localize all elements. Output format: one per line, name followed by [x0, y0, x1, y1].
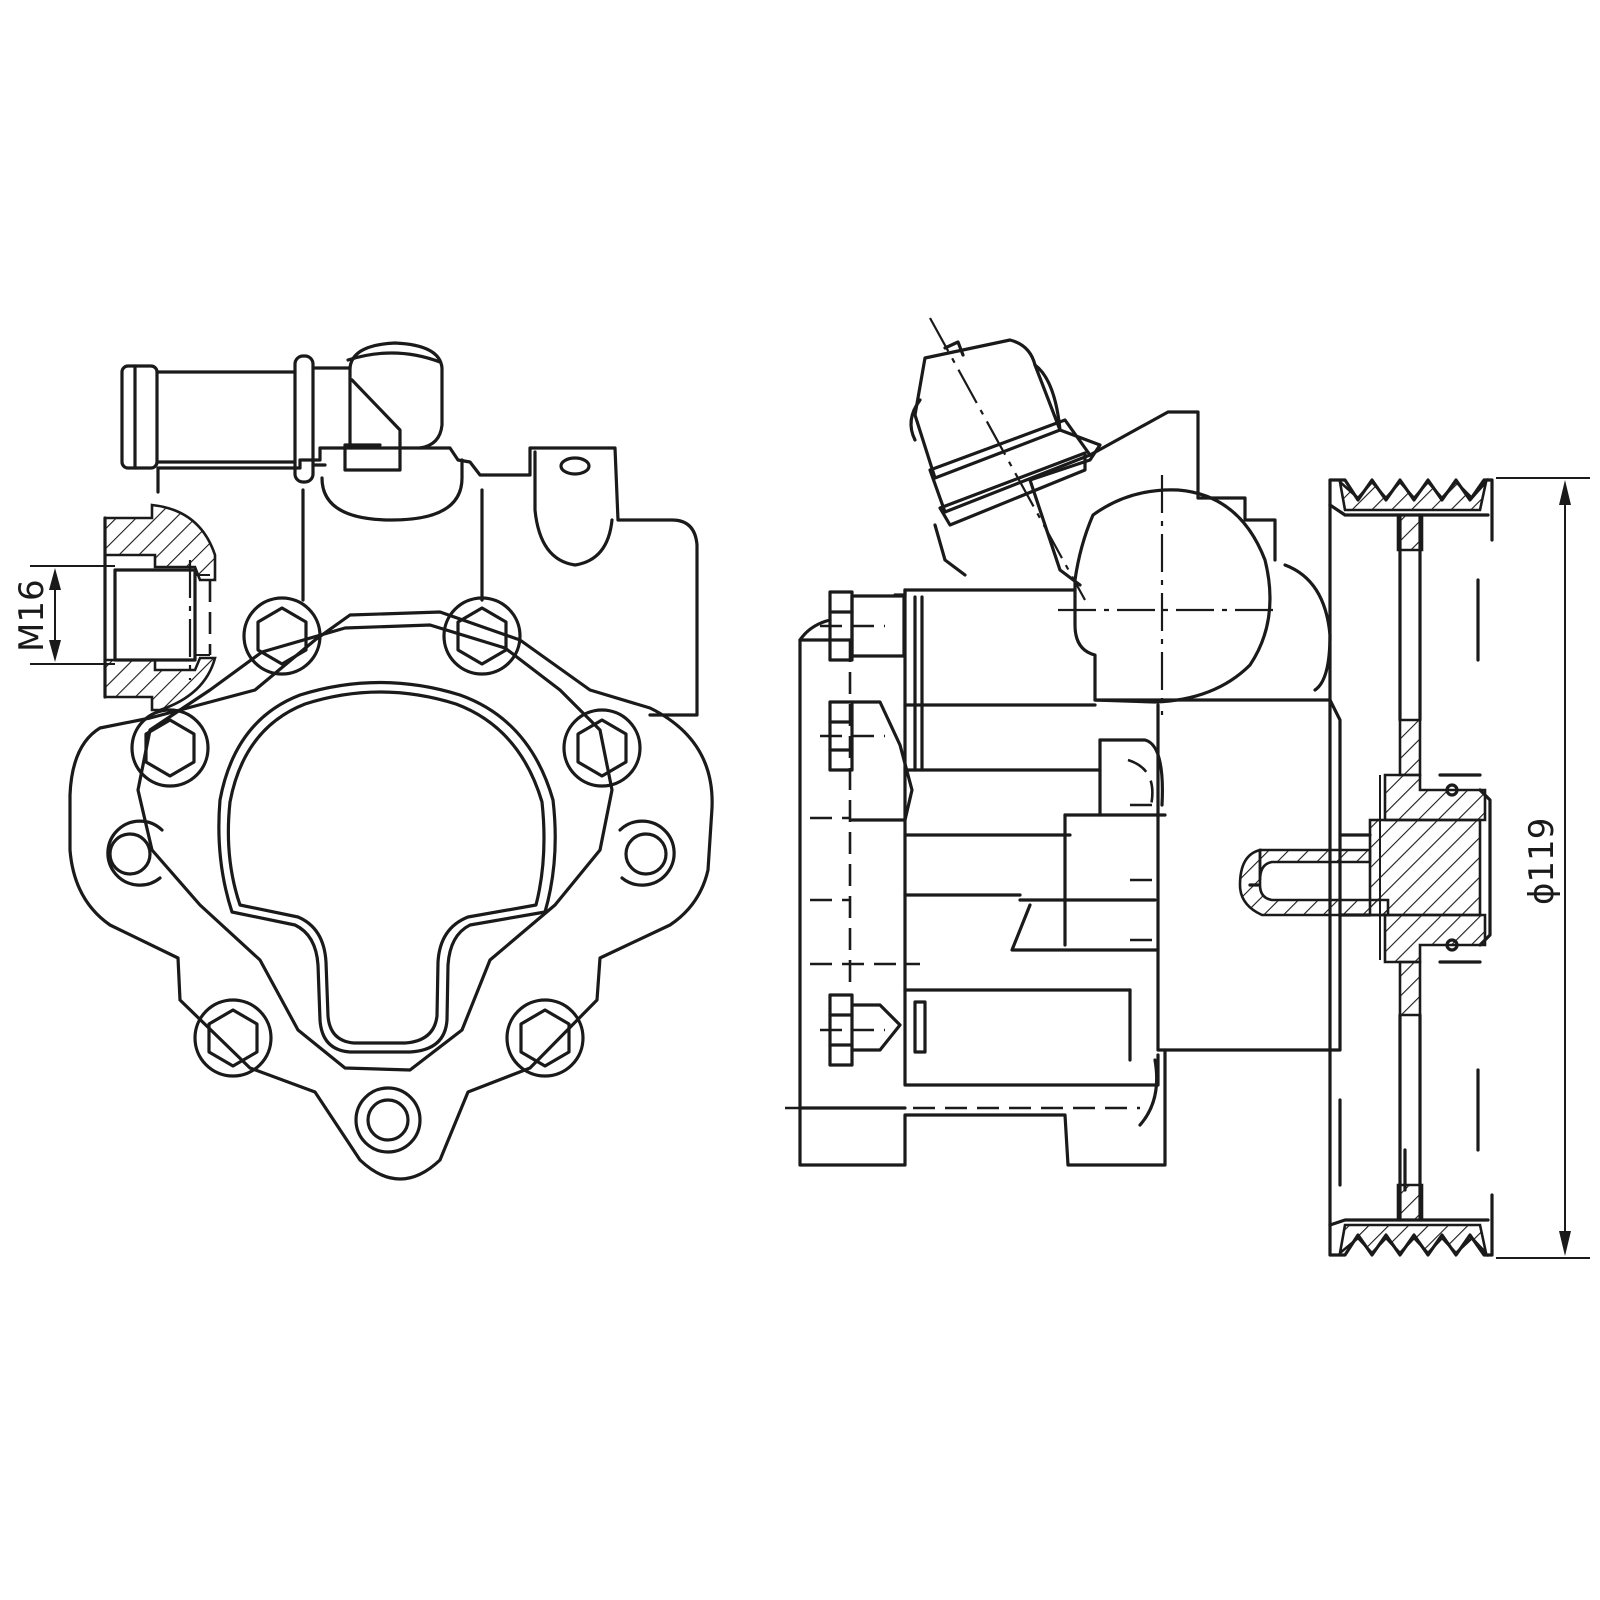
shaft-and-hub — [1238, 718, 1492, 1017]
pulley — [1328, 477, 1494, 1258]
pulley-rim-bottom — [1338, 1223, 1489, 1258]
hex-bolt-mid-left — [130, 708, 210, 788]
port-wall-top — [103, 503, 217, 582]
front-view: M16 — [12, 341, 714, 1181]
mounting-hole-bottom — [354, 1086, 422, 1154]
side-bolt-bottom — [820, 993, 927, 1067]
hub-core — [1368, 818, 1482, 917]
pulley-diameter-label: ϕ119 — [1522, 818, 1562, 905]
inlet-pipe — [120, 354, 352, 484]
outlet-fitting — [343, 341, 444, 472]
side-bolt-top — [820, 590, 906, 662]
reservoir-cap — [533, 450, 614, 567]
hex-bolt-top-left — [242, 596, 322, 676]
hex-bolt-mid-right — [562, 708, 642, 788]
hub-web-lower — [1398, 960, 1422, 1017]
hex-bolt-bottom-left — [193, 998, 273, 1078]
hub-web-upper — [1398, 718, 1422, 777]
flange-inner-outline — [136, 623, 614, 1072]
hub-flange-upper — [1383, 773, 1487, 822]
main-housing — [903, 588, 1342, 1127]
pulley-rim-top — [1338, 477, 1489, 512]
mounting-hole-right — [618, 819, 676, 887]
body-collar — [320, 458, 464, 522]
central-bore — [217, 680, 557, 1054]
mounting-flange-outline — [68, 610, 714, 1181]
side-bolt-middle — [820, 700, 914, 822]
thread-dimension-label: M16 — [12, 579, 52, 652]
side-port-section — [103, 503, 217, 712]
hex-bolt-bottom-right — [505, 998, 585, 1078]
hex-bolt-top-right — [442, 596, 522, 676]
reservoir-circle — [1058, 475, 1332, 715]
side-view: ϕ119 — [785, 317, 1590, 1259]
reservoir-cap-hole — [559, 456, 591, 476]
central-bore-inner — [226, 690, 546, 1045]
upper-body-block — [1088, 410, 1277, 562]
m16-dimension: M16 — [12, 565, 115, 665]
pressure-fitting — [909, 317, 1092, 601]
upper-body-slope — [1028, 428, 1102, 587]
port-wall-bottom — [103, 656, 217, 712]
pulley-diameter-dimension: ϕ119 — [1496, 477, 1590, 1259]
mounting-hole-left — [106, 819, 164, 887]
hub-flange-lower — [1383, 913, 1487, 964]
mounting-bracket — [785, 588, 1167, 1167]
pump-body — [156, 446, 699, 717]
